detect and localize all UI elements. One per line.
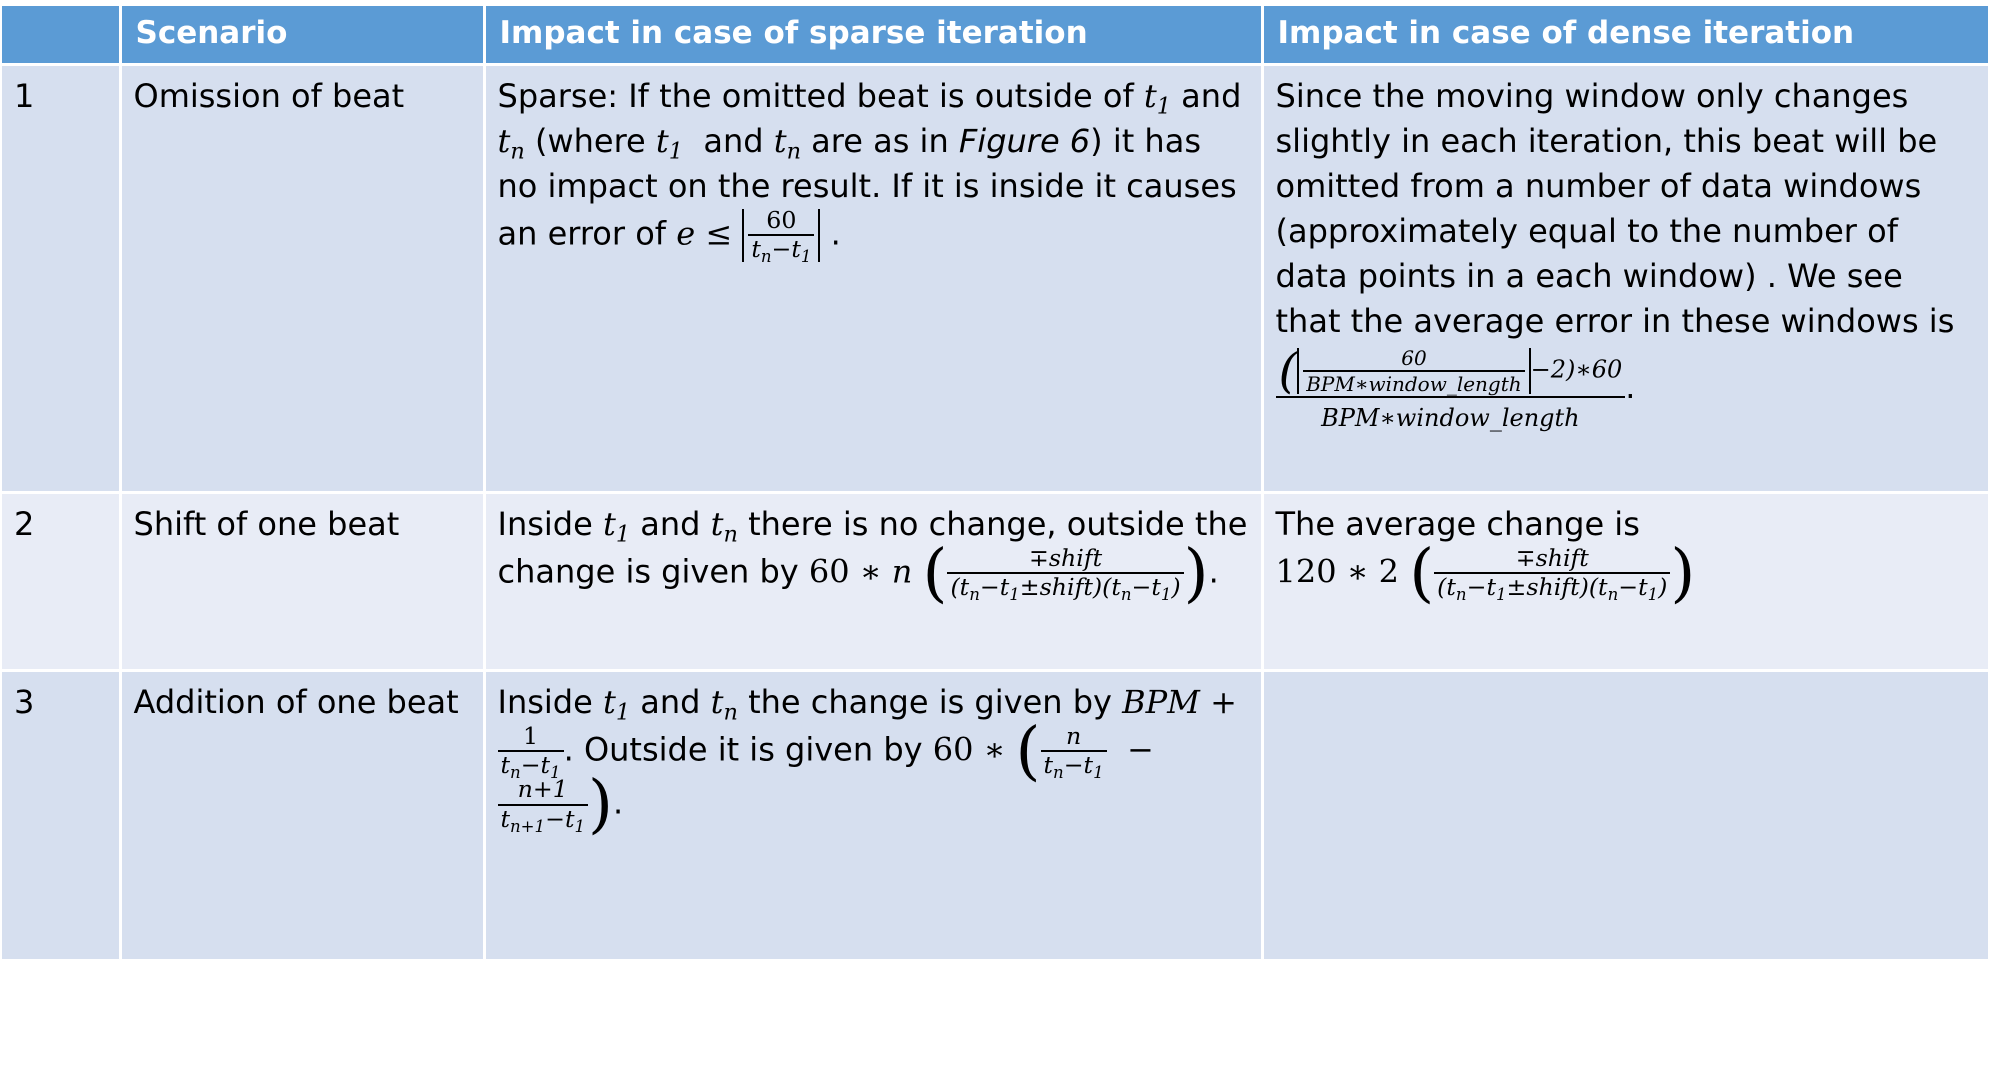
row-number: 3: [2, 670, 122, 962]
header-row: Scenario Impact in case of sparse iterat…: [2, 6, 1988, 66]
row-number: 2: [2, 492, 122, 672]
dense-impact-cell: Since the moving window only changes sli…: [1262, 64, 1988, 494]
impact-table: Scenario Impact in case of sparse iterat…: [2, 6, 1988, 962]
table-row: 1 Omission of beat Sparse: If the omitte…: [2, 64, 1988, 494]
row-number: 1: [2, 64, 122, 494]
dense-impact-cell: The average change is 120 ∗ 2 (∓shift(tn…: [1262, 492, 1988, 672]
dense-impact-cell-empty: [1262, 670, 1988, 962]
scenario-cell: Addition of one beat: [120, 670, 486, 962]
sparse-impact-cell: Sparse: If the omitted beat is outside o…: [484, 64, 1264, 494]
header-number: [2, 6, 122, 66]
table-row: 3 Addition of one beat Inside t1 and tn …: [2, 670, 1988, 962]
header-scenario: Scenario: [120, 6, 486, 66]
scenario-cell: Shift of one beat: [120, 492, 486, 672]
sparse-impact-cell: Inside t1 and tn there is no change, out…: [484, 492, 1264, 672]
scenario-cell: Omission of beat: [120, 64, 486, 494]
header-sparse: Impact in case of sparse iteration: [484, 6, 1264, 66]
sparse-impact-cell: Inside t1 and tn the change is given by …: [484, 670, 1264, 962]
header-dense: Impact in case of dense iteration: [1262, 6, 1988, 66]
table-row: 2 Shift of one beat Inside t1 and tn the…: [2, 492, 1988, 672]
